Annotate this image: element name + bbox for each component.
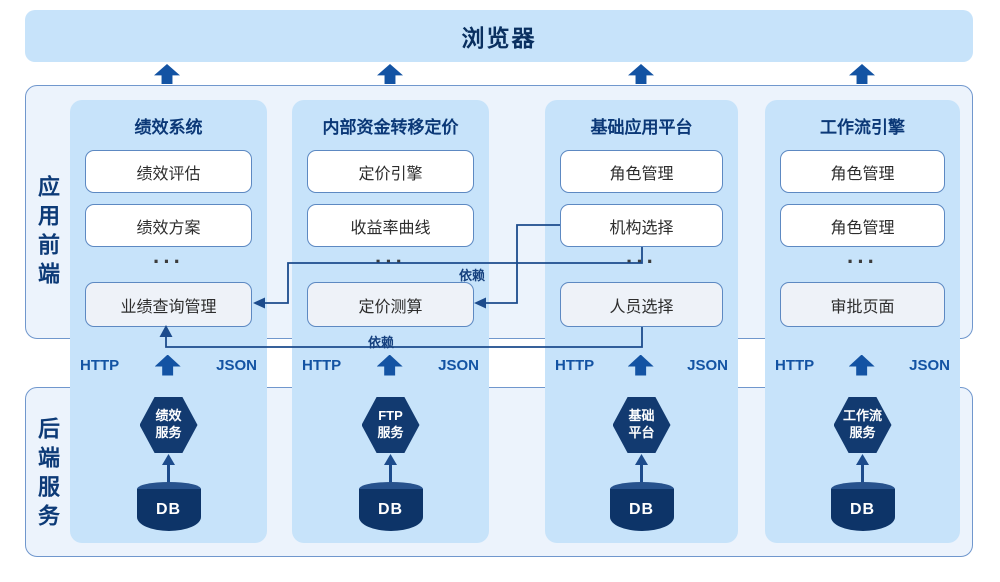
up-arrow-icon [849,64,875,84]
db-cylinder: DB [358,489,423,531]
service-label-line1: 绩效 [155,408,182,424]
db-arrow-icon [635,454,648,465]
column-title: 绩效系统 [134,117,203,137]
ellipsis: ··· [153,249,184,274]
dependency-label: 依赖 [367,335,394,350]
module-box: 角色管理 [780,150,945,193]
frontend-section-label: 应用前端 [35,175,60,291]
column-ftp-pricing: 内部资金转移定价 定价引擎 收益率曲线 ··· 定价测算 HTTP JSON F… [292,100,489,543]
db-arrow-icon [384,454,397,465]
http-arrow-icon [154,354,181,376]
module-box: 绩效方案 [85,204,252,247]
json-label: JSON [687,356,728,374]
db-label: DB [155,501,182,518]
db-label: DB [628,501,655,518]
service-label-line1: 基础 [628,408,655,424]
http-arrow-icon [848,354,875,376]
json-label: JSON [216,356,257,374]
dependency-label: 依赖 [458,268,485,283]
module-box: 绩效评估 [85,150,252,193]
service-hexagon: 基础 平台 [612,397,671,453]
column-base-platform: 基础应用平台 角色管理 机构选择 ··· 人员选择 HTTP JSON 基础 平… [545,100,738,543]
http-label: HTTP [302,356,342,374]
backend-section-label: 后端服务 [35,417,60,533]
module-box: 机构选择 [560,204,723,247]
column-performance-system: 绩效系统 绩效评估 绩效方案 ··· 业绩查询管理 HTTP JSON 绩效 服… [70,100,267,543]
db-cylinder: DB [136,489,201,531]
json-label: JSON [438,356,479,374]
service-label-line1: 工作流 [842,408,882,424]
service-label-line1: FTP [378,408,403,424]
feature-box: 定价测算 [307,282,474,327]
feature-box: 审批页面 [780,282,945,327]
db-cylinder: DB [830,489,895,531]
module-box: 定价引擎 [307,150,474,193]
service-label-line2: 平台 [628,425,655,440]
module-box: 收益率曲线 [307,204,474,247]
up-arrow-icon [628,64,654,84]
service-hexagon: 工作流 服务 [833,397,892,453]
browser-bar: 浏览器 [25,10,973,62]
db-arrow-icon [856,454,869,465]
http-arrow-icon [627,354,654,376]
db-label: DB [377,501,404,518]
module-box: 角色管理 [780,204,945,247]
service-label-line2: 服务 [849,425,876,440]
ellipsis: ··· [626,249,657,274]
db-arrow-stem [389,465,392,487]
column-title: 基础应用平台 [590,117,693,137]
column-title: 内部资金转移定价 [322,117,459,137]
column-workflow-engine: 工作流引擎 角色管理 角色管理 ··· 审批页面 HTTP JSON 工作流 服… [765,100,960,543]
up-arrow-icon [377,64,403,84]
http-label: HTTP [80,356,120,374]
db-arrow-icon [162,454,175,465]
http-json-row: HTTP JSON [70,352,267,378]
feature-box: 业绩查询管理 [85,282,252,327]
ellipsis: ··· [847,249,878,274]
http-json-row: HTTP JSON [545,352,738,378]
column-title: 工作流引擎 [820,117,905,137]
json-label: JSON [909,356,950,374]
db-label: DB [849,501,876,518]
db-cylinder: DB [609,489,674,531]
feature-box: 人员选择 [560,282,723,327]
up-arrow-icon [154,64,180,84]
http-label: HTTP [555,356,595,374]
db-arrow-stem [640,465,643,487]
module-box: 角色管理 [560,150,723,193]
http-label: HTTP [775,356,815,374]
db-arrow-stem [167,465,170,487]
db-arrow-stem [861,465,864,487]
browser-title: 浏览器 [461,25,537,51]
service-label-line2: 服务 [155,425,182,440]
service-hexagon: 绩效 服务 [139,397,198,453]
http-json-row: HTTP JSON [765,352,960,378]
http-arrow-icon [376,354,403,376]
http-json-row: HTTP JSON [292,352,489,378]
service-label-line2: 服务 [377,425,404,440]
service-hexagon: FTP 服务 [361,397,420,453]
